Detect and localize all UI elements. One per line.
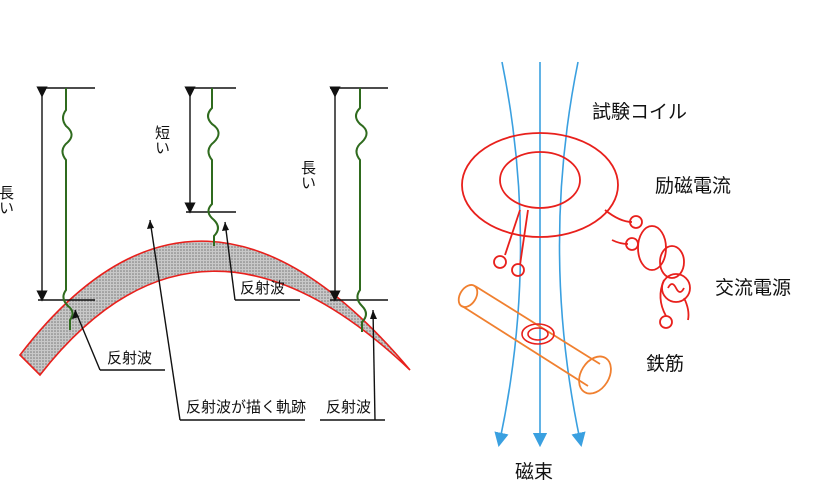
left-diagram: 長い 短い 長い 反射波 反射波 反射波が描く軌跡 反射波 — [0, 86, 411, 421]
right-diagram: 試験コイル 励磁電流 交流電源 鉄筋 磁束 — [457, 61, 791, 483]
ac-source — [604, 209, 691, 329]
label-long-right: 長い — [299, 160, 317, 190]
label-test-coil: 試験コイル — [592, 101, 687, 123]
label-flux: 磁束 — [515, 461, 553, 483]
label-trajectory: 反射波が描く軌跡 — [186, 398, 306, 416]
leader-lines — [74, 219, 385, 421]
cross-section-band — [18, 240, 411, 377]
label-reflect-3: 反射波 — [326, 398, 371, 416]
rebar — [457, 284, 612, 395]
wave-right — [355, 88, 368, 332]
rebar-coil — [521, 323, 555, 345]
label-long-left: 長い — [0, 185, 15, 215]
measurement-middle — [184, 86, 236, 246]
label-ac-source: 交流電源 — [715, 277, 791, 299]
label-reflect-1: 反射波 — [107, 349, 152, 367]
label-rebar: 鉄筋 — [646, 353, 684, 375]
wave-middle — [207, 88, 220, 246]
label-reflect-2: 反射波 — [240, 279, 285, 297]
flux-lines — [494, 61, 586, 448]
measurement-right — [329, 86, 388, 332]
label-excitation: 励磁電流 — [655, 175, 731, 197]
leader-arrows — [72, 220, 377, 319]
test-coil — [461, 132, 619, 277]
measurement-left — [36, 86, 95, 330]
label-short: 短い — [153, 125, 171, 155]
wave-left — [61, 88, 74, 330]
